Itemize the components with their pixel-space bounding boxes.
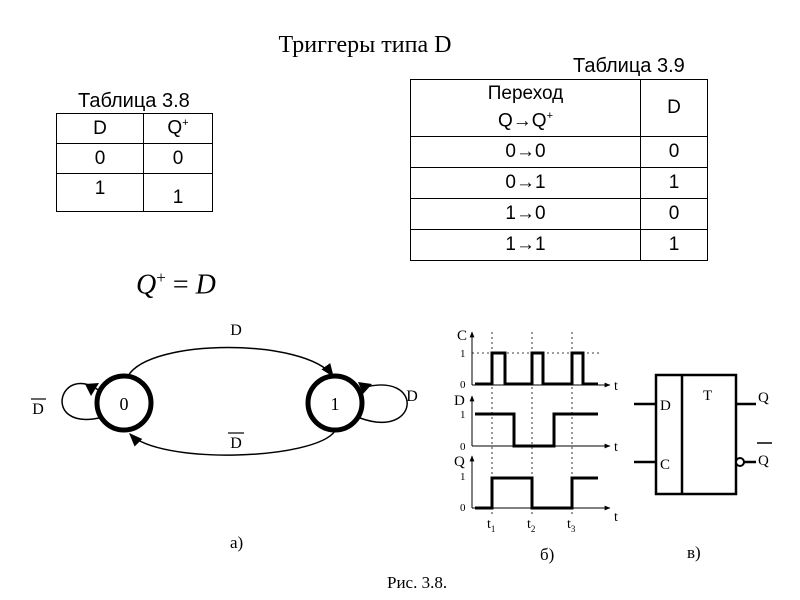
time-tick-t3: t3 (567, 517, 576, 534)
input-c-label: C (660, 457, 670, 473)
table-3-8-cell: 1 (56, 173, 144, 212)
d-flipflop-symbol: D C T Q Q (634, 373, 772, 496)
right-loop-label: D (406, 388, 418, 405)
bottom-arc-label: D (230, 435, 242, 452)
transition-1-to-0-arrow (129, 430, 336, 456)
output-q-label: Q (758, 390, 769, 406)
table-3-9-transition-cell: 0→1 (410, 167, 641, 199)
time-tick-t2: t2 (527, 517, 535, 534)
table-3-9-transition-cell: 0→0 (410, 136, 641, 168)
signal-c-label: C (457, 328, 467, 344)
state-diagram: 0 1 D D D D (31, 322, 418, 456)
figure-caption: Рис. 3.8. (387, 573, 448, 592)
time-tick-t1: t1 (487, 517, 495, 534)
signal-c-waveform (475, 351, 598, 386)
table-3-9-d-cell: 0 (640, 198, 708, 230)
page-title: Триггеры типа D (278, 32, 452, 58)
table-3-8-cell: 0 (56, 143, 144, 174)
signal-d-time-label: t (614, 440, 618, 455)
table-3-8: D Q+ 0 0 1 1 (56, 113, 213, 212)
input-d-label: D (660, 398, 671, 414)
symbol-caption: в) (687, 543, 701, 562)
table-3-8-caption: Таблица 3.8 (78, 90, 190, 112)
signal-d-label: D (454, 393, 465, 409)
table-3-9-transition-cell: 1→1 (410, 229, 641, 261)
table-3-9-caption: Таблица 3.9 (573, 55, 685, 77)
table-3-9-d-cell: 0 (640, 136, 708, 168)
output-qbar-inversion-bubble (735, 457, 745, 467)
signal-q-low-level: 0 (460, 502, 466, 514)
signal-q-label: Q (454, 454, 465, 470)
signal-q-high-level: 1 (460, 471, 466, 483)
table-3-9-d-cell: 1 (640, 167, 708, 199)
table-3-8-cell: 0 (143, 143, 213, 174)
signal-c-time-label: t (614, 379, 618, 394)
self-loop-1-arrowhead (358, 382, 372, 394)
table-3-9: Переход Q→Q+ D 0→0 0 0→1 1 1→0 0 1→1 1 (410, 79, 708, 261)
state-0-label: 0 (120, 394, 129, 414)
timing-diagram: C 1 0 t D 1 0 t Q 1 0 t t1 t2 t3 (454, 328, 618, 534)
transition-0-to-1-arrow (127, 346, 334, 378)
flipflop-type-label: T (703, 388, 712, 404)
signal-d-low-level: 0 (460, 441, 466, 453)
left-loop-label: D (32, 401, 44, 418)
self-loop-0-arrowhead (85, 383, 99, 396)
table-3-9-transition-cell: 1→0 (410, 198, 641, 230)
table-3-8-cell: 1 (143, 173, 213, 212)
flipflop-body (654, 373, 738, 496)
output-qbar-label: Q (758, 453, 769, 469)
state-0-node (94, 373, 154, 433)
table-3-8-header-q: Q+ (143, 113, 213, 144)
signal-c-high-level: 1 (460, 348, 466, 360)
signal-q-waveform (475, 476, 598, 510)
state-diagram-caption: а) (230, 533, 244, 552)
timing-diagram-caption: б) (540, 545, 555, 564)
state-1-label: 1 (331, 394, 340, 414)
table-3-9-d-cell: 1 (640, 229, 708, 261)
signal-d-high-level: 1 (460, 409, 466, 421)
signal-d-waveform (475, 412, 598, 448)
signal-c-low-level: 0 (460, 379, 466, 391)
top-arc-label: D (230, 322, 242, 339)
signal-q-time-label: t (614, 510, 618, 525)
state-1-node (305, 373, 365, 433)
table-3-8-header-d: D (56, 113, 144, 144)
self-loop-1-line (359, 384, 408, 424)
table-3-9-header-transition: Переход Q→Q+ (410, 79, 641, 137)
formula: Q+ = D (136, 268, 216, 301)
table-3-9-header-d: D (640, 79, 708, 137)
